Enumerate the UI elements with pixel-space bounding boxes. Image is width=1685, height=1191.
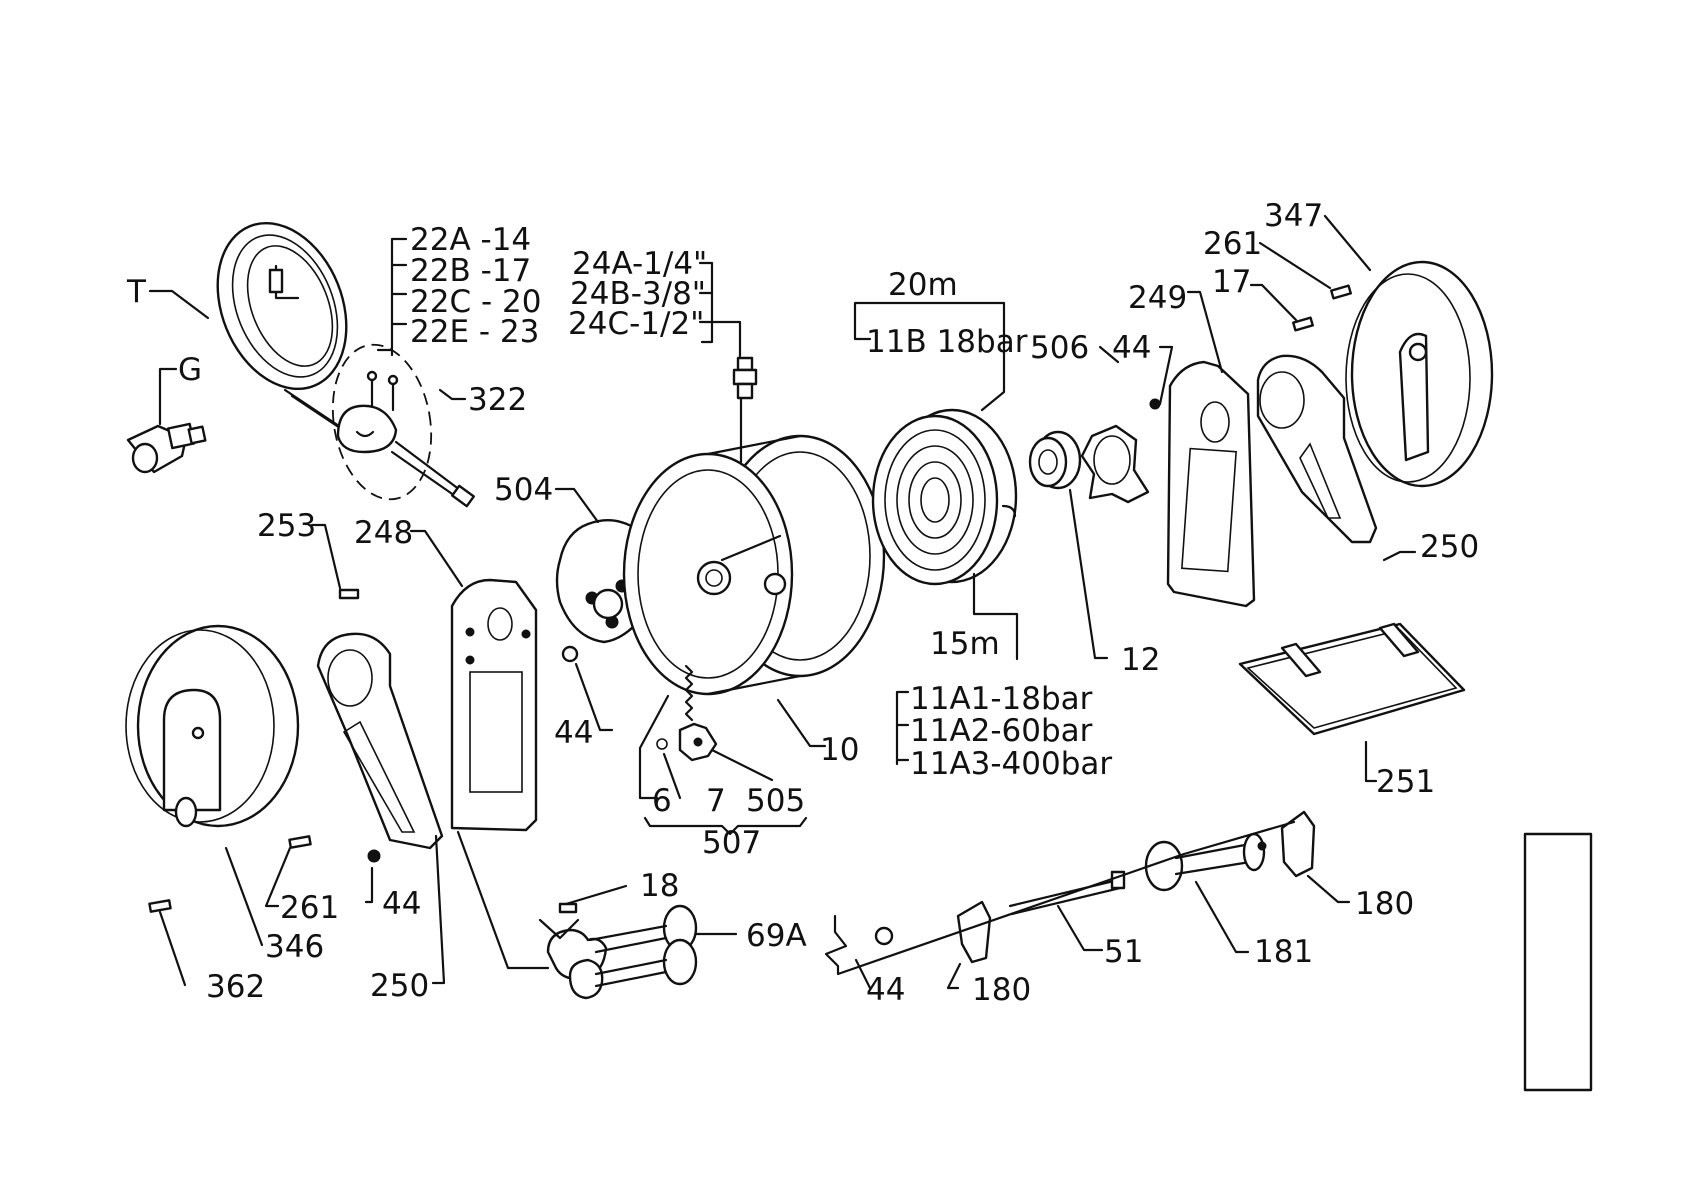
label-248: 248 [354,515,413,551]
label-12: 12 [1121,642,1160,678]
swivel-elbow-drawing [128,424,205,472]
label-506: 506 [1030,330,1089,366]
label-44-left: 44 [382,886,421,922]
label-44-top: 44 [1112,330,1151,366]
label-11A2: 11A2-60bar [910,713,1093,749]
roller-assembly-drawing [548,906,696,998]
label-180-left: 180 [972,972,1031,1008]
label-505: 505 [746,783,805,819]
label-251: 251 [1376,764,1435,800]
label-347: 347 [1264,198,1323,234]
label-15m: 15m [930,626,1000,662]
left-bracket-drawing [452,580,536,830]
label-504: 504 [494,472,553,508]
label-T: T [126,274,147,310]
left-arm-drawing [318,634,442,848]
label-69A: 69A [746,918,807,954]
label-362: 362 [206,969,265,1005]
label-7: 7 [706,783,726,819]
label-249: 249 [1128,280,1187,316]
label-44-mid: 44 [554,715,593,751]
label-24C: 24C-1/2" [568,306,704,342]
label-346: 346 [265,929,324,965]
label-44-bottom: 44 [866,972,905,1008]
label-6: 6 [652,783,672,819]
label-18: 18 [640,868,679,904]
inlet-fitting-drawing [734,358,756,398]
label-17: 17 [1212,264,1251,300]
right-bracket-drawing [1168,362,1254,606]
label-180-right: 180 [1355,886,1414,922]
reel-drum-drawing [624,436,884,694]
flange-plate-drawing [1082,399,1160,502]
label-10: 10 [820,732,859,768]
label-261-top: 261 [1203,226,1262,262]
label-181: 181 [1254,934,1313,970]
label-250-right: 250 [1420,529,1479,565]
spring-cassette-drawing [873,410,1016,584]
label-22E: 22E - 23 [410,314,539,350]
right-cover-drawing [1346,262,1492,486]
label-250-bottom: 250 [370,968,429,1004]
hose-coil-drawing [194,204,370,436]
label-261-bottom: 261 [280,890,339,926]
label-253: 253 [257,508,316,544]
label-507: 507 [702,825,761,861]
base-plate-drawing [1240,624,1464,734]
left-cover-drawing [126,626,298,826]
label-51: 51 [1104,934,1143,970]
label-11A3: 11A3-400bar [910,746,1112,782]
label-322: 322 [468,382,527,418]
label-11B: 11B 18bar [866,324,1028,360]
side-panel-frame [1525,834,1591,1090]
label-G: G [178,352,202,388]
label-20m: 20m [888,267,958,303]
bearing-bush-drawing [1030,432,1080,488]
label-11A1: 11A1-18bar [910,681,1093,717]
hose-clamp-drawing [321,337,474,507]
